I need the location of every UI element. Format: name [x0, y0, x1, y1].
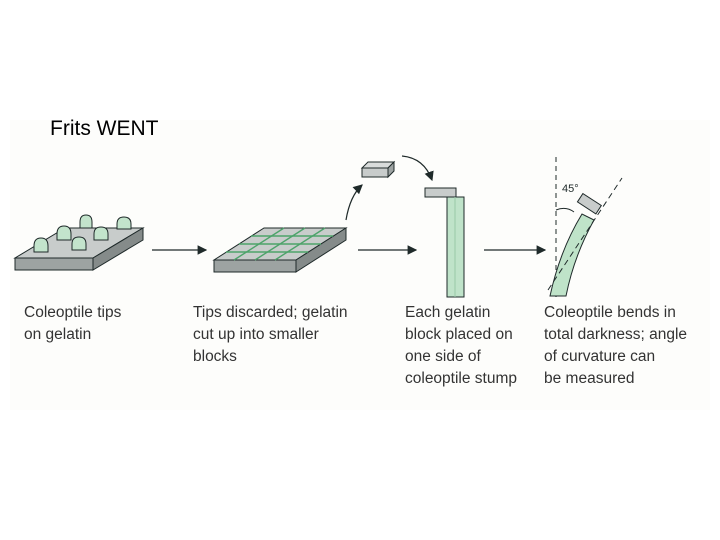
coleoptile-tip — [72, 237, 86, 250]
cut-gelatin-slab — [214, 228, 346, 272]
caption-step-1: Coleoptile tips on gelatin — [24, 302, 174, 346]
curved-arrow-lift-block — [346, 185, 362, 220]
coleoptile-tip — [94, 227, 108, 240]
angle-label: 45° — [562, 183, 579, 195]
caption-step-3: Each gelatin block placed on one side of… — [405, 302, 540, 390]
coleoptile-tip — [80, 215, 92, 228]
tilted-gelatin-block — [577, 194, 601, 214]
coleoptile-stump-with-block — [425, 188, 464, 297]
angle-arc — [556, 208, 574, 212]
caption-step-4: Coleoptile bends in total darkness; angl… — [544, 302, 714, 390]
coleoptile-tip — [117, 217, 131, 229]
coleoptile-tip — [57, 226, 71, 240]
bent-coleoptile: 45° — [548, 157, 622, 298]
gelatin-slab-with-tips — [15, 215, 143, 270]
curved-arrow-place-block — [402, 156, 432, 180]
coleoptile-tip — [34, 238, 48, 252]
caption-step-2: Tips discarded; gelatin cut up into smal… — [193, 302, 368, 368]
single-gelatin-block — [362, 162, 394, 177]
